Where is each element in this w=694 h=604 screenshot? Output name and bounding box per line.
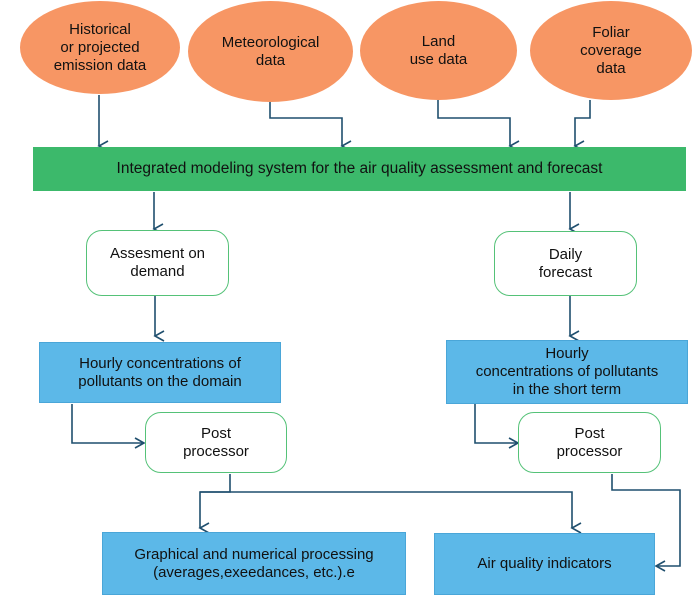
daily-forecast: Daily forecast bbox=[494, 231, 637, 296]
arrow-meteo-to-system bbox=[269, 102, 352, 152]
assessment-on-demand: Assesment on demand bbox=[86, 230, 229, 296]
source-foliar-coverage-data: Foliar coverage data bbox=[530, 1, 692, 100]
arrow-hourly-to-post-left bbox=[71, 404, 146, 449]
post-processor-left: Post processor bbox=[145, 412, 287, 473]
hourly-concentrations-short-term: Hourly concentrations of pollutants in t… bbox=[446, 340, 688, 404]
arrow-post-right-to-indicators bbox=[611, 474, 681, 572]
arrow-post-left-to-indicators bbox=[200, 491, 582, 534]
integrated-modeling-system: Integrated modeling system for the air q… bbox=[33, 147, 686, 191]
arrow-hourly-to-post-right bbox=[474, 404, 520, 449]
hourly-concentrations-domain: Hourly concentrations of pollutants on t… bbox=[39, 342, 281, 403]
arrow-land-to-system bbox=[437, 100, 520, 152]
source-meteorological-data: Meteorological data bbox=[188, 1, 353, 102]
source-land-use-data: Land use data bbox=[360, 1, 517, 100]
graphical-numerical-processing: Graphical and numerical processing (aver… bbox=[102, 532, 406, 595]
air-quality-indicators: Air quality indicators bbox=[434, 533, 655, 595]
post-processor-right: Post processor bbox=[518, 412, 661, 473]
arrow-foliar-to-system bbox=[573, 100, 591, 152]
source-emission-data: Historical or projected emission data bbox=[20, 1, 180, 94]
arrow-post-left-to-results bbox=[198, 474, 231, 534]
